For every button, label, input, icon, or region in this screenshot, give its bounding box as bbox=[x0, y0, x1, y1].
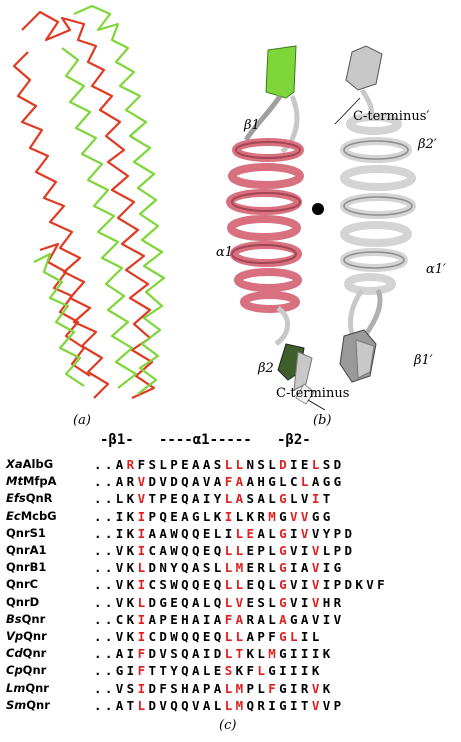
species-prefix: Efs bbox=[6, 491, 26, 506]
sequence-name: QnrA1 bbox=[6, 543, 47, 557]
alignment-row: EfsQnR ..LKVTPEQAIYLASALGLVIT bbox=[6, 491, 458, 508]
sequence-name: EfsQnR bbox=[6, 491, 53, 505]
alignment-row: VpQnr ..VKICDWQQEQLLAPFGLIL bbox=[6, 629, 458, 646]
species-prefix: Cp bbox=[6, 663, 23, 678]
label-beta1-prime: β1′ bbox=[414, 353, 433, 368]
species-prefix: Xa bbox=[6, 457, 23, 471]
sequence-name: QnrD bbox=[6, 595, 39, 609]
protein-name: QnrA1 bbox=[6, 543, 47, 557]
green-strand-beta1 bbox=[265, 45, 297, 99]
sequence-name: BsQnr bbox=[6, 612, 45, 626]
protein-name: QnrS1 bbox=[6, 525, 46, 540]
label-beta2: β2 bbox=[258, 361, 274, 376]
species-prefix: Cd bbox=[6, 646, 23, 661]
protein-name: Qnr bbox=[23, 629, 47, 643]
alignment-row: MtMfpA ..ARVDVDQAVAFAAHGLCLAGG bbox=[6, 474, 458, 491]
label-beta1: β1 bbox=[244, 118, 260, 133]
alignment-row: XaAlbG ..ARFSLPEAASLLNSLDIELSD bbox=[6, 457, 458, 474]
sequence-residues: ..VKICDWQQEQLLAPFGLIL bbox=[94, 629, 323, 644]
panel-b-label: (b) bbox=[313, 413, 332, 428]
sequence-name: VpQnr bbox=[6, 629, 47, 643]
protein-name: QnR bbox=[25, 491, 53, 506]
sequence-residues: ..VSIDFSHAPALMPLFGIRVK bbox=[94, 680, 334, 696]
sequence-residues: ..VKICAWQQEQLLEPLGVIVLPD bbox=[94, 543, 356, 558]
sequence-residues: ..VKICSWQQEQLLEQLGVIVIPDKVF bbox=[94, 577, 389, 593]
species-prefix: Mt bbox=[6, 474, 23, 489]
alignment-row: CpQnr ..GIFTTYQALESKFLGIIIK bbox=[6, 663, 458, 680]
species-prefix: Ec bbox=[6, 508, 21, 523]
sequence-residues: ..AIFDVSQAIDLTKLMGIIIK bbox=[94, 646, 334, 662]
protein-name: QnrC bbox=[6, 577, 39, 592]
alignment-row: QnrC ..VKICSWQQEQLLEQLGVIVIPDKVF bbox=[6, 577, 458, 594]
sequence-name: QnrC bbox=[6, 577, 38, 591]
label-c-terminus-prime: C-terminus′ bbox=[353, 109, 430, 124]
species-prefix: Lm bbox=[6, 680, 26, 695]
protein-name: AlbG bbox=[22, 457, 54, 471]
sequence-residues: ..GIFTTYQALESKFLGIIIK bbox=[94, 663, 323, 679]
label-beta2-prime: β2′ bbox=[418, 137, 437, 152]
sequence-residues: ..ATLDVQQVALLMQRIGITVVP bbox=[94, 697, 345, 713]
alignment-row: SmQnr ..ATLDVQQVALLMQRIGITVVP bbox=[6, 698, 458, 715]
protein-name: McbG bbox=[20, 508, 57, 523]
species-prefix: Sm bbox=[6, 697, 27, 712]
label-alpha1-prime: α1′ bbox=[426, 262, 447, 277]
secondary-structure-header: -β1- ----α1----- -β2- bbox=[100, 432, 311, 448]
alignment-row: QnrS1 ..IKIAAWQQELILEALGIVVYPD bbox=[6, 526, 458, 543]
label-alpha1: α1 bbox=[216, 245, 234, 260]
panel-a-label: (a) bbox=[73, 413, 91, 428]
protein-name: QnrB1 bbox=[6, 560, 47, 575]
sequence-name: CdQnr bbox=[6, 646, 46, 660]
sequence-name: CpQnr bbox=[6, 663, 46, 677]
sequence-residues: ..CKIAPEHAIAFARALAGAVIV bbox=[94, 611, 345, 627]
sequence-residues: ..IKIAAWQQELILEALGIVVYPD bbox=[94, 525, 356, 541]
gray-strand-beta2-prime bbox=[345, 45, 383, 91]
sequence-residues: ..LKVTPEQAIYLASALGLVIT bbox=[94, 491, 334, 507]
protein-name: MfpA bbox=[22, 474, 57, 489]
label-c-terminus: C-terminus bbox=[276, 386, 350, 401]
species-prefix: Vp bbox=[6, 629, 24, 643]
sequence-name: LmQnr bbox=[6, 681, 49, 695]
alignment-row: QnrA1 ..VKICAWQQEQLLEPLGVIVLPD bbox=[6, 543, 458, 560]
protein-name: Qnr bbox=[21, 611, 46, 626]
sequence-name: MtMfpA bbox=[6, 474, 57, 488]
sequence-residues: ..IKIPQEAGLKILKRMGVVGG bbox=[94, 508, 334, 524]
alignment-row: QnrD ..VKLDGEQALQLVESLGVIVHR bbox=[6, 595, 458, 612]
sequence-name: QnrS1 bbox=[6, 526, 46, 540]
sequence-name: EcMcbG bbox=[6, 509, 57, 523]
sequence-name: XaAlbG bbox=[6, 457, 53, 471]
sequence-residues: ..VKLDGEQALQLVESLGVIVHR bbox=[94, 594, 345, 610]
alignment-row: QnrB1 ..VKLDNYQASLLMERLGIAVIG bbox=[6, 560, 458, 577]
species-prefix: Bs bbox=[6, 611, 22, 626]
twofold-axis-dot bbox=[312, 203, 324, 215]
protein-name: Qnr bbox=[26, 697, 50, 712]
protein-name: Qnr bbox=[22, 646, 47, 661]
sequence-residues: ..ARVDVDQAVAFAAHGLCLAGG bbox=[94, 474, 345, 490]
alignment-row: CdQnr ..AIFDVSQAIDLTKLMGIIIK bbox=[6, 646, 458, 663]
sequence-residues: ..VKLDNYQASLLMERLGIAVIG bbox=[94, 560, 345, 576]
alignment-row: BsQnr ..CKIAPEHAIAFARALAGAVIV bbox=[6, 612, 458, 629]
alignment-row: EcMcbG ..IKIPQEAGLKILKRMGVVGG bbox=[6, 509, 458, 526]
sequence-name: QnrB1 bbox=[6, 560, 46, 574]
sequence-name: SmQnr bbox=[6, 698, 50, 712]
protein-name: Qnr bbox=[25, 680, 49, 695]
pink-helix-alpha1 bbox=[226, 138, 304, 313]
sequence-residues: ..ARFSLPEAASLLNSLDIELSD bbox=[94, 457, 345, 472]
panel-c-label: (c) bbox=[219, 718, 237, 733]
alignment-row: LmQnr ..VSIDFSHAPALMPLFGIRVK bbox=[6, 681, 458, 698]
green-chain-trace bbox=[33, 4, 166, 395]
protein-name: QnrD bbox=[6, 594, 40, 609]
protein-name: Qnr bbox=[22, 663, 47, 678]
